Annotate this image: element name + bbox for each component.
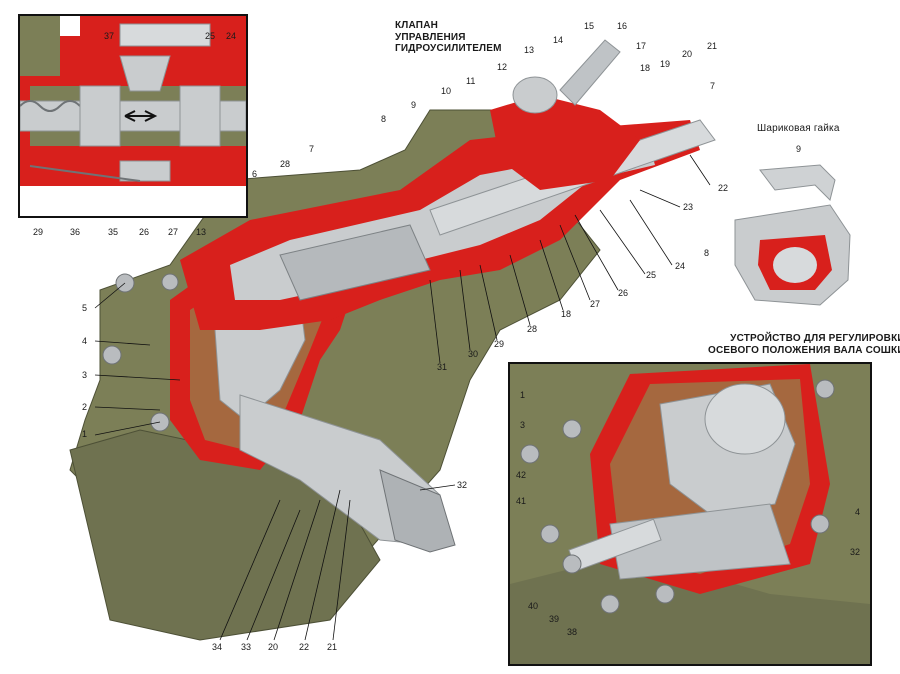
ball-nut-caption: Шариковая гайка — [757, 123, 840, 134]
adjust-caption-line2: ОСЕВОГО ПОЛОЖЕНИЯ ВАЛА СОШКИ — [708, 344, 900, 356]
callout: 36 — [70, 227, 81, 237]
valve-caption-line3: ГИДРОУСИЛИТЕЛЕМ — [395, 43, 502, 54]
valve-caption: КЛАПАН УПРАВЛЕНИЯ ГИДРОУСИЛИТЕЛЕМ — [395, 20, 502, 55]
bolt-top — [161, 273, 179, 291]
inset-adjust-device — [508, 362, 872, 666]
callout: 25 — [646, 270, 657, 280]
callout: 32 — [850, 547, 861, 557]
callout: 33 — [241, 642, 252, 652]
callout: 29 — [33, 227, 44, 237]
callout: 34 — [212, 642, 223, 652]
valve-fitting — [559, 39, 621, 106]
bolt-1 — [150, 412, 170, 432]
callout: 4 — [855, 507, 861, 517]
callout: 4 — [82, 336, 88, 346]
callout: 3 — [520, 420, 526, 430]
callout: 35 — [108, 227, 119, 237]
callout: 14 — [553, 35, 564, 45]
shaft-splines — [379, 469, 456, 553]
callout: 30 — [468, 349, 479, 359]
callout: 15 — [584, 21, 595, 31]
inset-valve-detail — [18, 14, 248, 218]
callout: 28 — [280, 159, 291, 169]
callout: 8 — [381, 114, 387, 124]
callout: 40 — [528, 601, 539, 611]
callout: 10 — [441, 86, 452, 96]
callout: 29 — [494, 339, 505, 349]
callout: 22 — [299, 642, 310, 652]
inset-adjust-svg — [510, 364, 870, 664]
callout: 5 — [82, 303, 88, 313]
callout: 32 — [457, 480, 468, 490]
bolt-5 — [115, 273, 135, 293]
callout: 8 — [704, 248, 710, 258]
callout: 28 — [527, 324, 538, 334]
callout: 21 — [707, 41, 718, 51]
callout: 26 — [139, 227, 150, 237]
callout: 27 — [168, 227, 179, 237]
callout: 12 — [497, 62, 508, 72]
callout: 19 — [660, 59, 671, 69]
callout: 11 — [466, 76, 476, 86]
callout: 27 — [590, 299, 601, 309]
inset-valve-svg — [20, 16, 246, 216]
callout: 3 — [82, 370, 88, 380]
adjust-caption-line1: УСТРОЙСТВО ДЛЯ РЕГУЛИРОВКИ — [730, 333, 900, 344]
callout: 39 — [549, 614, 560, 624]
callout: 9 — [411, 100, 417, 110]
callout: 23 — [683, 202, 694, 212]
valve-cap — [512, 76, 558, 114]
callout: 16 — [617, 21, 628, 31]
callout: 18 — [640, 63, 651, 73]
callout: 31 — [437, 362, 448, 372]
callout: 25 — [205, 31, 216, 41]
callout: 42 — [516, 470, 527, 480]
callout: 2 — [82, 402, 88, 412]
callout: 1 — [82, 429, 88, 439]
callout: 9 — [796, 144, 802, 154]
callout: 18 — [561, 309, 572, 319]
callout: 13 — [524, 45, 535, 55]
callout: 41 — [516, 496, 527, 506]
callout: 22 — [718, 183, 729, 193]
valve-housing — [490, 95, 640, 190]
adjust-caption: УСТРОЙСТВО ДЛЯ РЕГУЛИРОВКИ ОСЕВОГО ПОЛОЖ… — [708, 333, 900, 356]
callout: 6 — [252, 169, 258, 179]
valve-caption-line2: УПРАВЛЕНИЯ — [395, 31, 466, 43]
callout: 26 — [618, 288, 629, 298]
callout: 38 — [567, 627, 578, 637]
callout: 17 — [636, 41, 647, 51]
callout: 24 — [675, 261, 686, 271]
callout: 21 — [327, 642, 338, 652]
piston-nut — [279, 224, 431, 301]
callout: 20 — [682, 49, 693, 59]
callout: 13 — [196, 227, 207, 237]
callout: 20 — [268, 642, 279, 652]
bolt-4 — [102, 345, 122, 365]
callout: 24 — [226, 31, 237, 41]
callout: 37 — [104, 31, 115, 41]
callout: 7 — [710, 81, 716, 91]
callout: 1 — [520, 390, 526, 400]
valve-caption-line1: КЛАПАН — [395, 20, 439, 31]
callout: 7 — [309, 144, 315, 154]
